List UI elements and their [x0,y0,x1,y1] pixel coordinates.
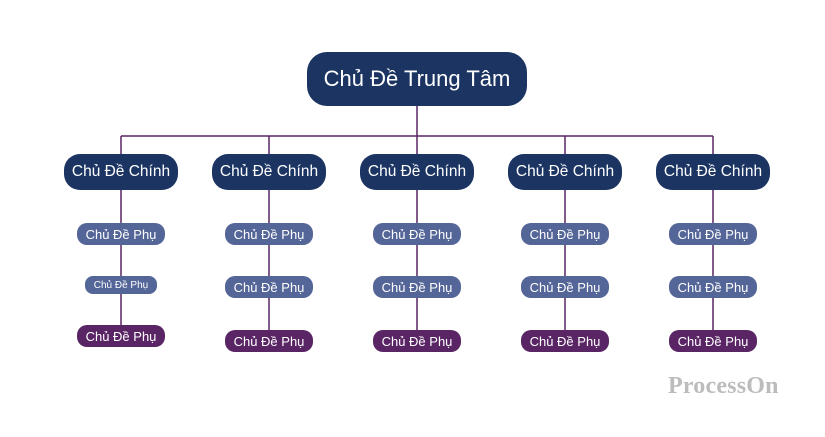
subtopic-1-3[interactable]: Chủ Đề Phụ [77,325,165,347]
subtopic-5-1[interactable]: Chủ Đề Phụ [669,223,757,245]
subtopic-2-1[interactable]: Chủ Đề Phụ [225,223,313,245]
subtopic-1-2[interactable]: Chủ Đề Phụ [85,276,157,294]
main-topic-2[interactable]: Chủ Đề Chính [212,154,326,190]
subtopic-3-1[interactable]: Chủ Đề Phụ [373,223,461,245]
subtopic-3-2[interactable]: Chủ Đề Phụ [373,276,461,298]
subtopic-4-2[interactable]: Chủ Đề Phụ [521,276,609,298]
subtopic-1-1[interactable]: Chủ Đề Phụ [77,223,165,245]
main-topic-3[interactable]: Chủ Đề Chính [360,154,474,190]
subtopic-3-3[interactable]: Chủ Đề Phụ [373,330,461,352]
subtopic-4-1[interactable]: Chủ Đề Phụ [521,223,609,245]
main-topic-5[interactable]: Chủ Đề Chính [656,154,770,190]
main-topic-1[interactable]: Chủ Đề Chính [64,154,178,190]
subtopic-2-2[interactable]: Chủ Đề Phụ [225,276,313,298]
subtopic-2-3[interactable]: Chủ Đề Phụ [225,330,313,352]
main-topic-4[interactable]: Chủ Đề Chính [508,154,622,190]
processon-watermark: ProcessOn [668,373,779,399]
subtopic-5-3[interactable]: Chủ Đề Phụ [669,330,757,352]
central-topic[interactable]: Chủ Đề Trung Tâm [307,52,527,106]
subtopic-5-2[interactable]: Chủ Đề Phụ [669,276,757,298]
subtopic-4-3[interactable]: Chủ Đề Phụ [521,330,609,352]
